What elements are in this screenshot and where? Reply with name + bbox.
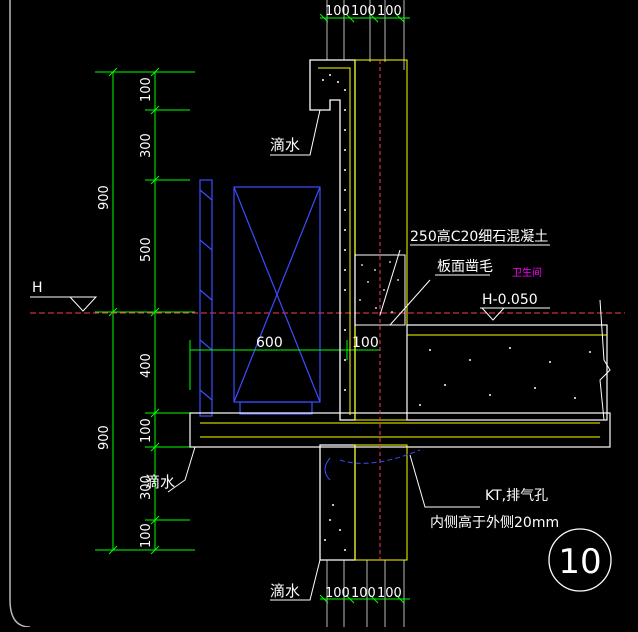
dim-100: 100 bbox=[352, 335, 379, 351]
top-dim-3: 100 bbox=[377, 4, 402, 19]
detail-number: 10 bbox=[558, 542, 601, 582]
dim-lower-300: 300 bbox=[139, 475, 154, 500]
label-concrete: 250高C20细石混凝土 bbox=[410, 228, 548, 245]
top-dim-2: 100 bbox=[351, 4, 376, 19]
label-plaster: 板面凿毛 bbox=[437, 259, 493, 275]
dim-total-upper: 900 bbox=[97, 185, 112, 210]
label-drip-mid: 滴水 bbox=[145, 473, 175, 491]
label-drip-top: 滴水 bbox=[270, 136, 300, 154]
h-level-mark: H bbox=[30, 280, 98, 312]
bottom-dim-3: 100 bbox=[377, 586, 402, 601]
outer-wall bbox=[309, 59, 408, 561]
concrete-curb bbox=[354, 254, 406, 326]
top-dimension: 100 100 100 bbox=[319, 4, 410, 23]
dim-lower-400: 400 bbox=[139, 353, 154, 378]
dim-total-lower: 900 bbox=[97, 425, 112, 450]
floor-level-text: H-0.050 bbox=[482, 292, 538, 308]
wall-lines bbox=[326, 0, 405, 627]
h-mark-text: H bbox=[32, 280, 43, 296]
label-drip-bottom: 滴水 bbox=[270, 582, 300, 600]
sheet-border bbox=[9, 0, 31, 628]
left-dimension-chain bbox=[95, 67, 195, 555]
vent-pipe bbox=[339, 449, 421, 464]
label-room: 卫生间 bbox=[512, 266, 542, 279]
label-vent-2: 内侧高于外侧20mm bbox=[430, 514, 559, 531]
left-dim-labels: 900 900 100 300 500 400 100 300 100 bbox=[97, 77, 154, 548]
bottom-dimension: 100 100 100 bbox=[319, 586, 410, 604]
floor-level-mark: H-0.050 bbox=[480, 292, 550, 321]
top-dim-1: 100 bbox=[325, 4, 350, 19]
ac-unit bbox=[233, 186, 321, 415]
insulation-pattern bbox=[322, 74, 346, 551]
dim-lower-100: 100 bbox=[139, 418, 154, 443]
dim-upper-300: 300 bbox=[139, 133, 154, 158]
louver-rail bbox=[199, 179, 213, 417]
ac-platform-slab bbox=[189, 412, 611, 448]
dim-lower-100b: 100 bbox=[139, 523, 154, 548]
drip-groove-mid bbox=[324, 457, 331, 481]
leader-lines bbox=[167, 109, 550, 601]
horizontal-dims: 600 100 bbox=[189, 335, 380, 390]
dim-600: 600 bbox=[256, 335, 283, 351]
dim-upper-100: 100 bbox=[139, 77, 154, 102]
dim-upper-500: 500 bbox=[139, 237, 154, 262]
detail-number-badge: 10 bbox=[548, 528, 612, 592]
label-vent-1: KT,排气孔 bbox=[485, 488, 548, 504]
indoor-floor-slab bbox=[406, 299, 611, 421]
bottom-dim-2: 100 bbox=[351, 586, 376, 601]
bottom-dim-1: 100 bbox=[325, 586, 350, 601]
